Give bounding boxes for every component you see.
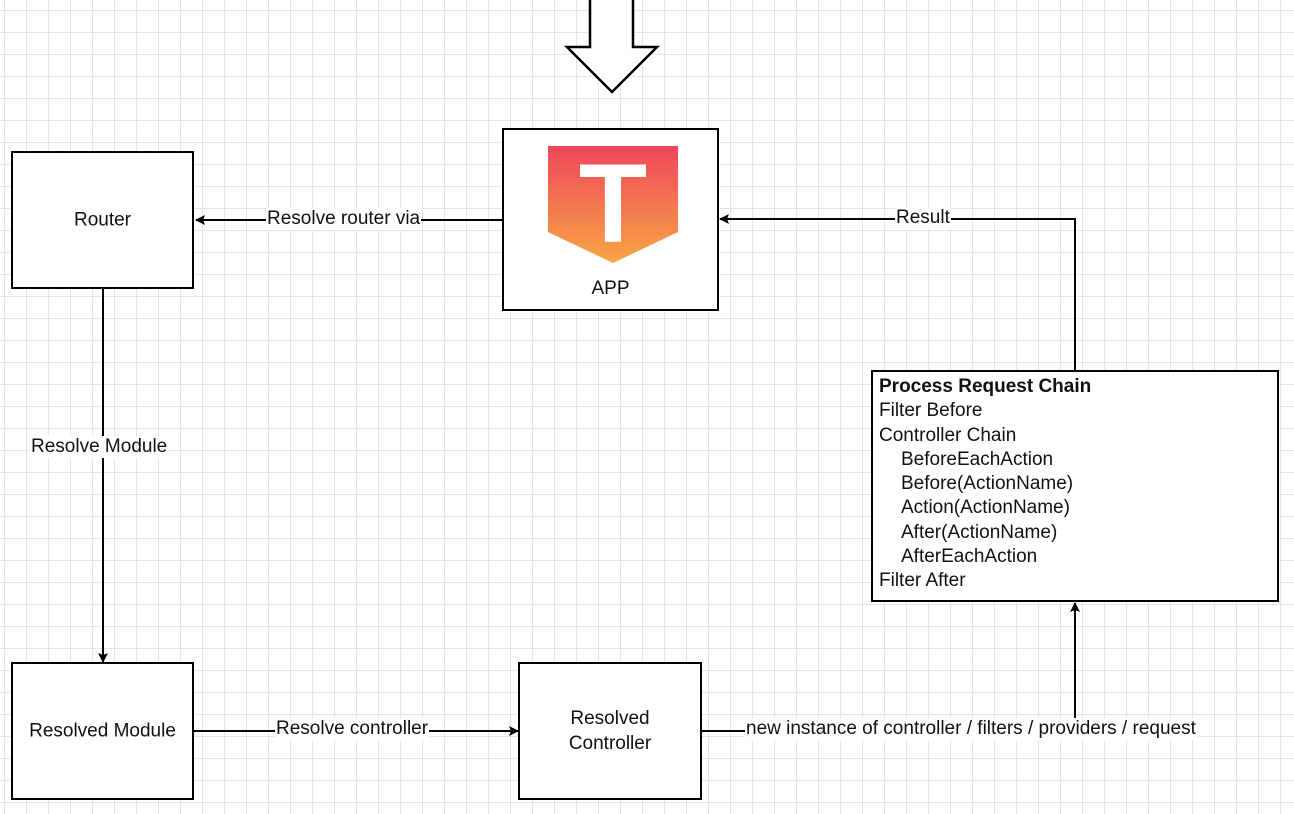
- app-logo-letter: T: [579, 146, 647, 264]
- router-label: Router: [73, 209, 132, 231]
- resolved-controller-box: Resolved Controller: [518, 662, 702, 800]
- resolved-module-label: Resolved Module: [29, 720, 176, 742]
- process-request-chain-line: Filter After: [879, 570, 966, 592]
- incoming-request-arrow: [563, 0, 661, 94]
- app-box: T APP: [502, 128, 719, 311]
- process-request-chain-line: After(ActionName): [901, 521, 1058, 543]
- router-box: Router: [11, 151, 194, 289]
- edge-label-resolve-module: Resolve Module: [30, 436, 169, 458]
- process-request-chain-line: Filter Before: [879, 400, 983, 422]
- resolved-controller-label-line2: Controller: [568, 733, 652, 754]
- edge-controller-to-chain: [702, 602, 1080, 732]
- edge-label-new-instance: new instance of controller / filters / p…: [745, 718, 1197, 740]
- process-request-chain-line: AfterEachAction: [901, 546, 1038, 568]
- process-request-chain-line: Action(ActionName): [901, 497, 1070, 519]
- resolved-controller-label: Resolved Controller: [520, 706, 700, 756]
- process-request-chain-line: Controller Chain: [879, 424, 1017, 446]
- edge-label-resolve-router: Resolve router via: [266, 208, 422, 230]
- process-request-chain-line: Before(ActionName): [901, 473, 1074, 495]
- edge-label-resolve-controller: Resolve controller: [275, 718, 430, 740]
- app-label: APP: [591, 278, 630, 299]
- app-logo-icon: T: [548, 146, 678, 264]
- resolved-module-box: Resolved Module: [11, 662, 194, 800]
- process-request-chain-title: Process Request Chain: [879, 376, 1092, 397]
- resolved-controller-label-line1: Resolved: [570, 708, 650, 729]
- process-request-chain-line: BeforeEachAction: [901, 448, 1054, 470]
- edge-label-result: Result: [895, 207, 951, 229]
- edge-chain-to-app: [719, 214, 1076, 370]
